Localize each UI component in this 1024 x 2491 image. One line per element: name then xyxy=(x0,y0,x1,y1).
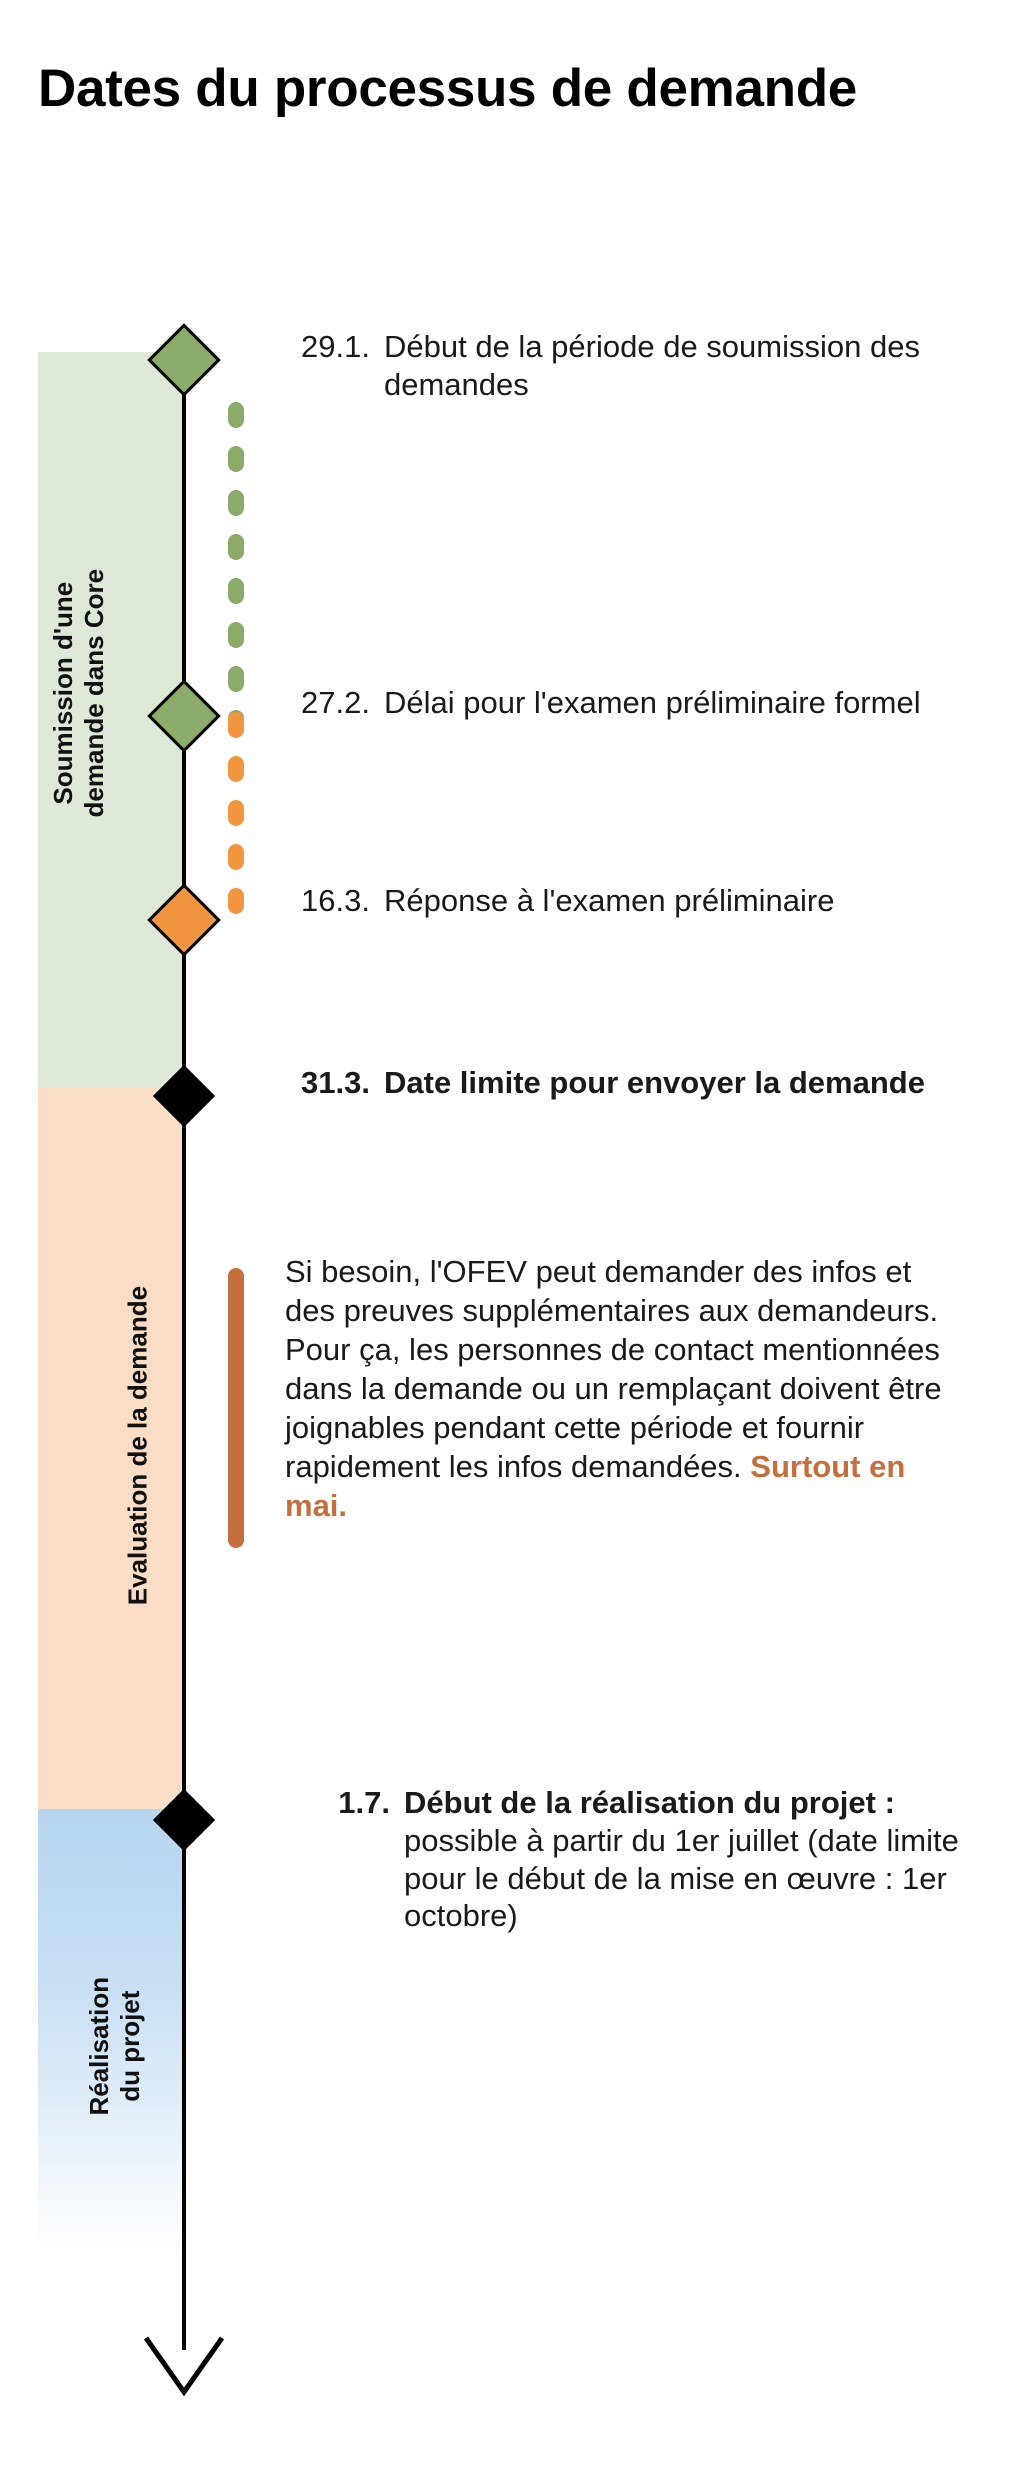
note-accent-bar xyxy=(228,1268,244,1548)
connector-dash xyxy=(228,402,244,428)
timeline-entry: 27.2. Délai pour l'examen préliminaire f… xyxy=(280,684,960,722)
phase-band-realisation xyxy=(38,1809,183,2252)
timeline-arrow-icon xyxy=(143,2336,225,2397)
entry-date: 31.3. xyxy=(301,1065,370,1100)
connector-dash xyxy=(228,800,244,826)
connector-dash xyxy=(228,756,244,782)
timeline-entry: 16.3. Réponse à l'examen préliminaire xyxy=(280,882,960,920)
connector-dash xyxy=(228,490,244,516)
entry-text: Début de la réalisation du projet : poss… xyxy=(404,1784,960,1935)
note-highlight: Surtout en mai. xyxy=(285,1449,906,1524)
timeline-axis-line xyxy=(182,352,186,2350)
connector-dash xyxy=(228,534,244,560)
phase-band-evaluation xyxy=(38,1087,183,1809)
entry-text: Réponse à l'examen préliminaire xyxy=(384,883,835,918)
timeline-entry-final: 1.7. Début de la réalisation du projet :… xyxy=(300,1784,960,1935)
entry-text-strong: Début de la réalisation du projet : xyxy=(404,1785,895,1820)
note-body: Si besoin, l'OFEV peut demander des info… xyxy=(285,1254,942,1485)
entry-text: Début de la période de soumission des de… xyxy=(384,329,920,402)
note-paragraph: Si besoin, l'OFEV peut demander des info… xyxy=(285,1252,945,1525)
entry-date: 29.1. xyxy=(301,329,370,364)
timeline-entry-deadline: 31.3. Date limite pour envoyer la demand… xyxy=(280,1064,960,1102)
timeline-entry: 29.1. Début de la période de soumission … xyxy=(280,328,960,404)
phase-label-realisation: Réalisation du projet xyxy=(83,1976,145,2116)
page-title: Dates du processus de demande xyxy=(38,59,857,118)
entry-text: Date limite pour envoyer la demande xyxy=(384,1065,925,1100)
connector-dash xyxy=(228,666,244,692)
entry-date: 1.7. xyxy=(338,1785,390,1820)
phase-label-submission: Soumission d'une demande dans Core xyxy=(47,568,109,818)
connector-dash xyxy=(228,844,244,870)
connector-dash xyxy=(228,446,244,472)
connector-dash xyxy=(228,712,244,738)
phase-label-evaluation: Evaluation de la demande xyxy=(122,1285,153,1606)
connector-dash xyxy=(228,888,244,914)
connector-dash xyxy=(228,622,244,648)
entry-text-rest: possible à partir du 1er juillet (date l… xyxy=(404,1822,959,1934)
entry-text: Délai pour l'examen préliminaire formel xyxy=(384,685,921,720)
entry-date: 16.3. xyxy=(301,883,370,918)
entry-date: 27.2. xyxy=(301,685,370,720)
connector-dash xyxy=(228,578,244,604)
